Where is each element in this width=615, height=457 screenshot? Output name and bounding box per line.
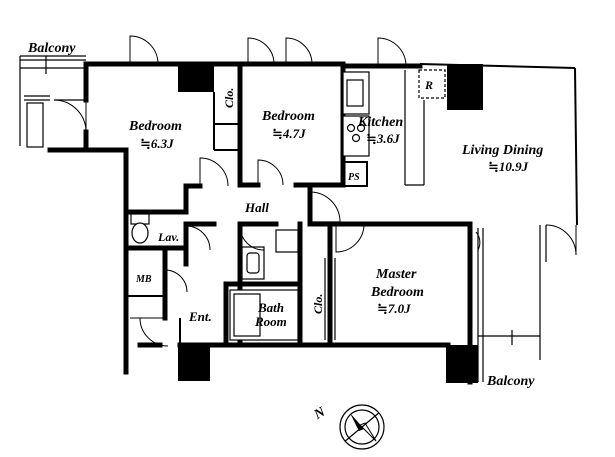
- interior-walls: [123, 61, 473, 348]
- bedroom2-area: ≒4.7J: [272, 126, 306, 141]
- entrance-label: Ent.: [188, 309, 212, 324]
- fridge-space: [418, 69, 446, 99]
- ac-unit: [26, 102, 44, 148]
- closet-top-label: Clo.: [222, 88, 236, 108]
- pillar: [446, 345, 478, 383]
- washer-space: [275, 229, 299, 253]
- stove: [342, 115, 370, 157]
- compass-north-label: N: [311, 404, 329, 423]
- bath-label-line1: Bath: [257, 300, 284, 315]
- master-label-line1: Master: [375, 267, 417, 282]
- hall-label: Hall: [244, 200, 269, 215]
- fridge-label: R: [424, 78, 433, 92]
- master-area: ≒7.0J: [377, 301, 411, 316]
- kitchen-area: ≒3.6J: [366, 131, 400, 146]
- balcony-top-label: Balcony: [27, 41, 76, 56]
- pillar: [178, 345, 210, 381]
- basin-bowl: [246, 252, 260, 274]
- compass: [339, 404, 385, 450]
- bedroom1-area: ≒6.3J: [140, 136, 174, 151]
- doors: [53, 35, 577, 360]
- sink: [346, 79, 364, 107]
- toilet: [130, 213, 150, 244]
- compass-needle-icon: [350, 413, 364, 431]
- living-dining-label: Living Dining: [461, 143, 543, 158]
- bedroom2-label: Bedroom: [261, 109, 315, 124]
- pillar: [178, 64, 214, 92]
- kitchen-label: Kitchen: [357, 115, 403, 130]
- ps-label: PS: [348, 172, 360, 183]
- ps-shaft: [342, 161, 368, 187]
- bedroom1-label: Bedroom: [128, 119, 182, 134]
- closet-master-label: Clo.: [311, 294, 325, 314]
- balcony-bottom-label: Balcony: [486, 374, 535, 389]
- balcony-top: [19, 55, 86, 148]
- pillar: [447, 64, 483, 110]
- lav-label: Lav.: [157, 230, 179, 244]
- living-dining-area: ≒10.9J: [488, 159, 529, 174]
- balcony-bottom: [477, 228, 540, 382]
- mb-label: MB: [135, 274, 152, 285]
- bath-label-line2: Room: [254, 314, 287, 329]
- master-label-line2: Bedroom: [370, 285, 424, 300]
- bathtub: [229, 289, 299, 341]
- outer-walls: [47, 61, 578, 385]
